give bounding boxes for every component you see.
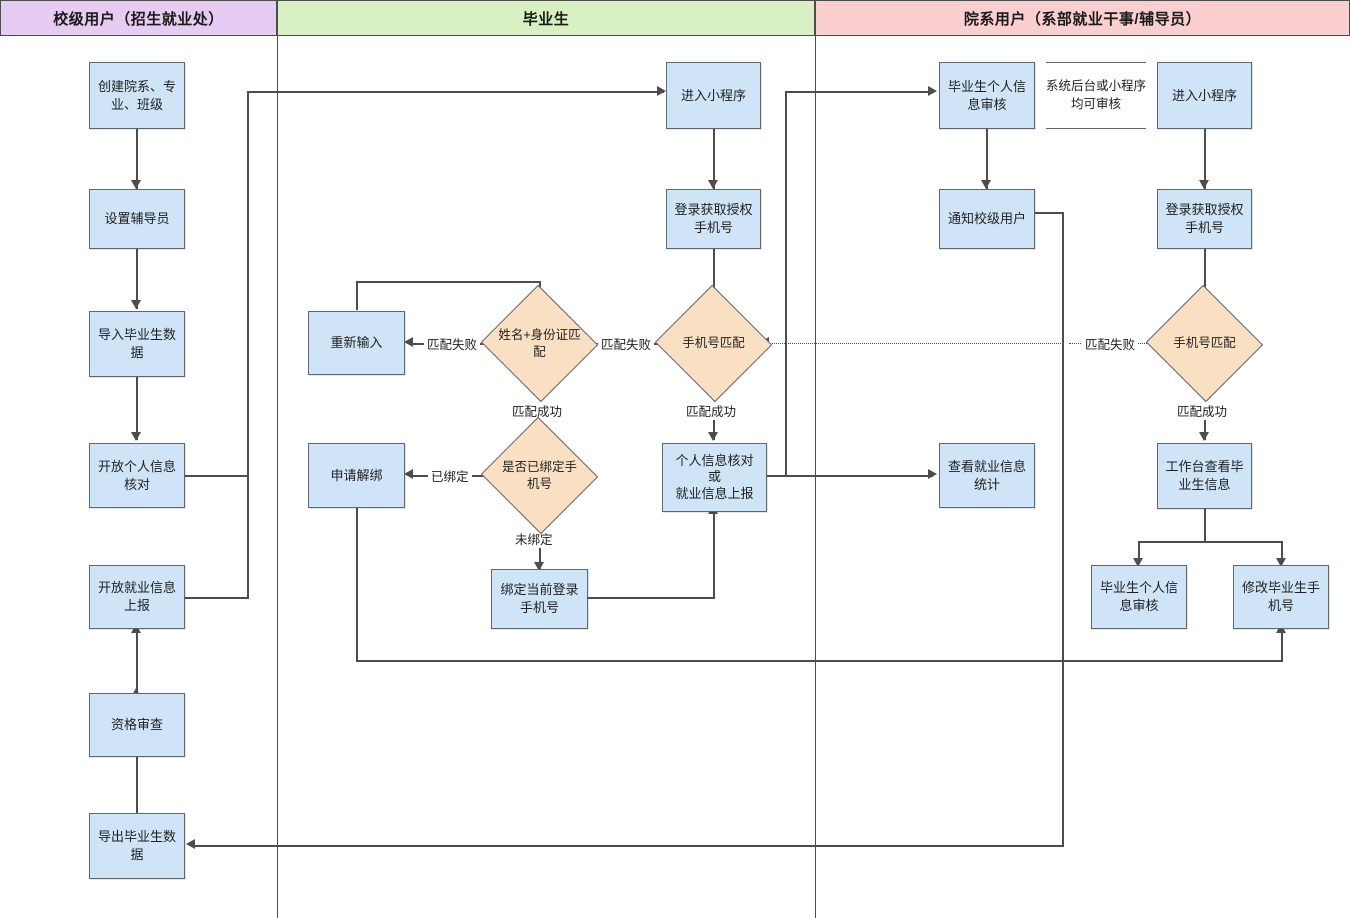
node-open-job-report[interactable]: 开放就业信息上报 bbox=[89, 565, 185, 629]
edge-label-match-ok-3: 匹配成功 bbox=[1174, 401, 1231, 420]
edge-login-to-phonematch bbox=[713, 249, 715, 309]
node-import-grad[interactable]: 导入毕业生数据 bbox=[89, 311, 185, 377]
arrowhead-down bbox=[1276, 558, 1286, 567]
edge-label-match-ok-1: 匹配成功 bbox=[509, 401, 566, 420]
edge-dept-fail-dotted-left bbox=[767, 343, 1063, 344]
edge-label-match-fail-2: 匹配失败 bbox=[598, 334, 655, 353]
node-qualification-review[interactable]: 资格审查 bbox=[89, 693, 185, 757]
edge-reinput-up bbox=[356, 281, 358, 310]
node-line-1: 个人信息核对 bbox=[675, 452, 754, 468]
note-audit-channels: 系统后台或小程序均可审核 bbox=[1046, 62, 1146, 129]
arrowhead-down bbox=[1199, 180, 1209, 189]
node-export-grad[interactable]: 导出毕业生数据 bbox=[89, 813, 185, 879]
node-login-get-phone-dept[interactable]: 登录获取授权手机号 bbox=[1157, 189, 1252, 249]
arrowhead-down bbox=[708, 180, 718, 189]
edge-deptlogin-to-match bbox=[1204, 249, 1206, 309]
arrowhead-down bbox=[131, 180, 141, 189]
edge-bindphone-right bbox=[588, 597, 715, 599]
edge-counselor-to-import bbox=[136, 249, 138, 309]
node-line-3: 就业信息上报 bbox=[675, 485, 754, 501]
edge-bindphone-up bbox=[713, 512, 715, 599]
node-reinput[interactable]: 重新输入 bbox=[308, 311, 405, 375]
node-personal-check-or-report[interactable]: 个人信息核对 或 就业信息上报 bbox=[662, 443, 767, 512]
swimlane-divider-1 bbox=[277, 36, 278, 918]
node-enter-miniapp-dept[interactable]: 进入小程序 bbox=[1157, 62, 1252, 129]
decision-name-id-match[interactable]: 姓名+身份证匹配 bbox=[480, 284, 599, 403]
arrowhead-down bbox=[131, 432, 141, 441]
edge-label-unbound: 未绑定 bbox=[512, 529, 556, 548]
node-notify-school-user[interactable]: 通知校级用户 bbox=[939, 189, 1035, 249]
edge-openjob-right bbox=[185, 597, 249, 599]
node-line-2: 或 bbox=[707, 469, 721, 485]
edge-openjob-up bbox=[247, 475, 249, 599]
edge-label-match-ok-2: 匹配成功 bbox=[683, 401, 740, 420]
edge-notify-to-export bbox=[193, 845, 1064, 847]
edge-workbench-down bbox=[1204, 509, 1206, 542]
edge-label-match-fail-3: 匹配失败 bbox=[1082, 334, 1139, 353]
swimlane-header-student: 毕业生 bbox=[277, 0, 815, 36]
arrowhead-right bbox=[928, 86, 937, 96]
arrowhead-left bbox=[404, 337, 413, 347]
decision-label: 手机号匹配 bbox=[1173, 336, 1236, 351]
swimlane-label-school: 校级用户（招生就业处） bbox=[53, 10, 224, 28]
edge-qualification-to-openjob bbox=[136, 629, 138, 694]
node-modify-grad-phone[interactable]: 修改毕业生手机号 bbox=[1233, 565, 1329, 629]
arrowhead-down bbox=[131, 300, 141, 309]
edge-miniapp-to-login bbox=[713, 129, 715, 189]
node-enter-miniapp-student[interactable]: 进入小程序 bbox=[666, 62, 761, 129]
arrowhead-down bbox=[1199, 432, 1209, 441]
arrowhead-right bbox=[928, 469, 937, 479]
edge-workbench-split bbox=[1138, 541, 1281, 543]
swimlane-header-dept: 院系用户（系部就业干事/辅导员） bbox=[815, 0, 1350, 36]
node-grad-info-audit-bottom[interactable]: 毕业生个人信息审核 bbox=[1091, 565, 1187, 629]
decision-phone-match-dept[interactable]: 手机号匹配 bbox=[1145, 284, 1264, 403]
edge-personalcheck-up bbox=[785, 91, 787, 477]
node-view-job-stats[interactable]: 查看就业信息统计 bbox=[939, 443, 1035, 508]
edge-unbind-down bbox=[356, 508, 358, 661]
decision-label: 手机号匹配 bbox=[682, 336, 745, 351]
node-create-org[interactable]: 创建院系、专业、班级 bbox=[89, 62, 185, 129]
arrowhead-down bbox=[981, 180, 991, 189]
node-workbench-view-grad[interactable]: 工作台查看毕业生信息 bbox=[1157, 443, 1252, 509]
arrowhead-down bbox=[534, 562, 544, 571]
decision-phone-match-student[interactable]: 手机号匹配 bbox=[654, 284, 773, 403]
edge-notify-right bbox=[1035, 212, 1064, 214]
edge-personalcheck-right bbox=[767, 475, 787, 477]
edge-create-to-counselor bbox=[136, 129, 138, 189]
edge-workbench-to-modify bbox=[1281, 541, 1283, 563]
arrowhead-left bbox=[404, 469, 413, 479]
edge-import-to-opencheck bbox=[136, 377, 138, 440]
node-set-counselor[interactable]: 设置辅导员 bbox=[89, 189, 185, 249]
swimlane-divider-2 bbox=[815, 36, 816, 918]
node-grad-info-audit-top[interactable]: 毕业生个人信息审核 bbox=[939, 62, 1035, 129]
edge-label-match-fail-1: 匹配失败 bbox=[424, 334, 481, 353]
edge-unbind-up-to-modify bbox=[1281, 629, 1283, 661]
node-bind-current-phone[interactable]: 绑定当前登录手机号 bbox=[491, 569, 588, 629]
arrowhead-right bbox=[657, 86, 666, 96]
decision-bound-phone[interactable]: 是否已绑定手机号 bbox=[480, 416, 599, 535]
edge-to-student-miniapp bbox=[247, 91, 664, 93]
arrowhead-down bbox=[1133, 558, 1143, 567]
edge-workbench-to-audit bbox=[1138, 541, 1140, 563]
node-apply-unbind[interactable]: 申请解绑 bbox=[308, 443, 405, 508]
node-login-get-phone-student[interactable]: 登录获取授权手机号 bbox=[666, 189, 761, 249]
swimlane-label-student: 毕业生 bbox=[522, 10, 570, 28]
edge-audit-to-notify bbox=[986, 129, 988, 189]
edge-opencheck-up bbox=[247, 91, 249, 477]
swimlane-header-school: 校级用户（招生就业处） bbox=[0, 0, 277, 36]
node-open-personal-check[interactable]: 开放个人信息核对 bbox=[89, 443, 185, 508]
decision-label: 是否已绑定手机号 bbox=[501, 460, 577, 491]
edge-to-dept-audit bbox=[785, 91, 933, 93]
edge-notify-down bbox=[1062, 212, 1064, 846]
edge-to-job-stats bbox=[785, 475, 933, 477]
swimlane-label-dept: 院系用户（系部就业干事/辅导员） bbox=[963, 10, 1202, 28]
edge-deptminiapp-to-login bbox=[1204, 129, 1206, 189]
edge-label-bound: 已绑定 bbox=[428, 466, 472, 485]
edge-opencheck-right bbox=[185, 475, 249, 477]
edge-reinput-across bbox=[356, 281, 540, 283]
edge-unbind-right bbox=[356, 660, 1283, 662]
arrowhead-down bbox=[708, 432, 718, 441]
arrowhead-left bbox=[186, 839, 195, 849]
decision-label: 姓名+身份证匹配 bbox=[498, 328, 581, 359]
